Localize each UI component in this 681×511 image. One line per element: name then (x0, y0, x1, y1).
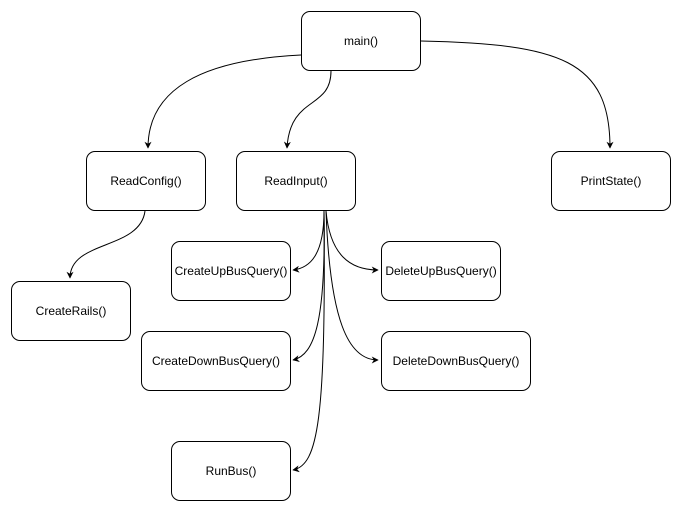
deletedownbusquery-node-label: DeleteDownBusQuery() (392, 354, 520, 368)
createupbusquery-node-label: CreateUpBusQuery() (174, 264, 288, 278)
createupbusquery-node[interactable]: CreateUpBusQuery() (171, 241, 291, 301)
edge-readinput-to-createdownbusquery (292, 210, 325, 363)
main-node[interactable]: main() (301, 11, 421, 71)
printstate-node-label: PrintState() (580, 174, 642, 188)
createdownbusquery-node[interactable]: CreateDownBusQuery() (141, 331, 291, 391)
edge-readinput-to-createupbusquery (292, 210, 325, 273)
createrails-node[interactable]: CreateRails() (11, 281, 131, 341)
edge-readinput-to-runbus (292, 210, 325, 473)
createdownbusquery-node-label: CreateDownBusQuery() (151, 354, 281, 368)
main-node-label: main() (343, 34, 378, 48)
readconfig-node-label: ReadConfig() (110, 174, 182, 188)
edge-readconfig-to-createrails (66, 210, 146, 279)
edge-readinput-to-deletedownbusquery (325, 210, 379, 364)
edge-main-to-readinput (283, 70, 332, 149)
readinput-node[interactable]: ReadInput() (236, 151, 356, 211)
createrails-node-label: CreateRails() (35, 304, 107, 318)
readconfig-node[interactable]: ReadConfig() (86, 151, 206, 211)
edge-readinput-to-deleteupbusquery (325, 210, 379, 274)
edge-main-to-readconfig (144, 54, 302, 149)
readinput-node-label: ReadInput() (264, 174, 328, 188)
deleteupbusquery-node[interactable]: DeleteUpBusQuery() (381, 241, 501, 301)
runbus-node[interactable]: RunBus() (171, 441, 291, 501)
edge-main-to-printstate (420, 40, 614, 149)
runbus-node-label: RunBus() (205, 464, 257, 478)
printstate-node[interactable]: PrintState() (551, 151, 671, 211)
deleteupbusquery-node-label: DeleteUpBusQuery() (385, 264, 497, 278)
deletedownbusquery-node[interactable]: DeleteDownBusQuery() (381, 331, 531, 391)
